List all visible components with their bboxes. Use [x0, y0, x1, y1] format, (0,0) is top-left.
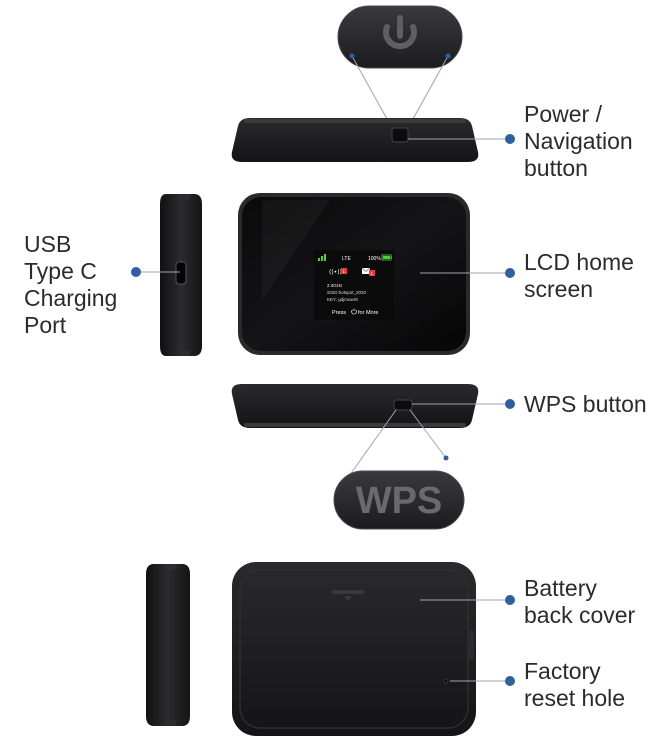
callout-wps-label: WPS button: [524, 391, 647, 417]
callout-usb-label: USB Type C Charging Port: [24, 231, 118, 338]
factory-reset-hole[interactable]: [443, 678, 449, 684]
lcd-band: 2.4GHz: [327, 283, 343, 288]
lcd-battery-pct: 100%: [368, 256, 381, 262]
power-button-zoom: [337, 5, 463, 69]
wps-button-zoom: WPS: [333, 470, 465, 530]
device-top-edge: [231, 118, 479, 162]
callout-dot-power: [505, 134, 515, 144]
power-zoom-guide-left: [351, 55, 393, 129]
device-side-back: [146, 564, 190, 726]
svg-text:1: 1: [371, 271, 374, 276]
callout-dot-usb: [131, 267, 141, 277]
lcd-press-suffix: for More: [358, 310, 378, 316]
lcd-press-prefix: Press: [332, 310, 346, 316]
lcd-screen: LTE 100% ((•)) 1 1 2.4GHz SSID:hotspot_2…: [314, 250, 394, 320]
callout-lcd-label: LCD home screen: [524, 249, 634, 302]
device-side-usb: [160, 194, 202, 356]
callout-dot-lcd: [505, 268, 515, 278]
lcd-network: LTE: [342, 256, 351, 262]
callout-power-label: Power / Navigation button: [524, 101, 633, 181]
callout-dot-battery: [505, 595, 515, 605]
svg-text:1: 1: [343, 269, 346, 274]
wps-button[interactable]: [393, 399, 413, 411]
envelope-icon: 1: [361, 267, 375, 276]
power-icon: [383, 15, 417, 50]
callout-dot-wps: [505, 399, 515, 409]
power-zoom-guide-right: [407, 55, 449, 129]
svg-text:((•)): ((•)): [329, 269, 342, 276]
callout-reset-label: Factory reset hole: [524, 658, 626, 711]
callout-dot-reset: [505, 676, 515, 686]
device-bottom-edge: [231, 384, 479, 428]
callout-battery-label: Battery back cover: [524, 575, 636, 628]
wifi-broadcast-icon: ((•)) 1: [329, 268, 347, 276]
usb-c-port: [175, 261, 187, 285]
power-button[interactable]: [391, 127, 409, 143]
power-icon: [351, 308, 357, 315]
device-back: [232, 562, 476, 736]
wps-zoom-guide-right: [409, 409, 447, 459]
battery-cover-latch[interactable]: [332, 590, 364, 594]
lcd-ssid: SSID:hotspot_2020: [327, 290, 367, 295]
battery-icon: [381, 254, 392, 261]
lcd-key: KEY: gdjmowr8: [327, 297, 358, 302]
wps-badge-text: WPS: [356, 480, 443, 522]
signal-icon: [318, 254, 326, 261]
